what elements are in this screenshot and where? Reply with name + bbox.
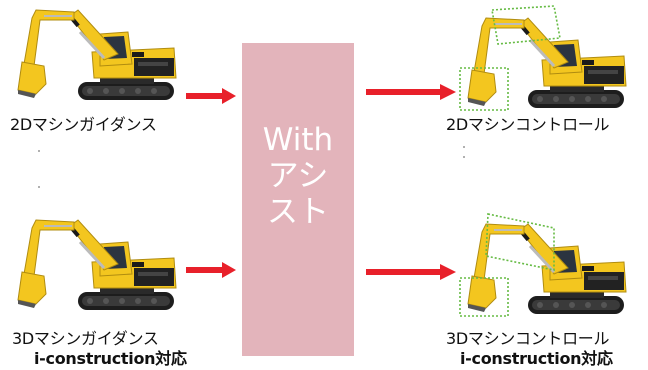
arrow-right-icon xyxy=(186,262,236,278)
dot-marker xyxy=(38,150,40,152)
arrow-right-icon xyxy=(366,84,456,100)
arrow-right-icon xyxy=(186,88,236,104)
bucket-detection-box xyxy=(459,277,509,317)
assist-line-1: With xyxy=(262,122,334,158)
assist-line-3: スト xyxy=(267,194,329,230)
label-3d-machine-guidance: 3Dマシンガイダンス xyxy=(12,329,159,348)
with-assist-label: With アシ スト xyxy=(242,122,354,230)
dot-marker xyxy=(38,186,40,188)
excavator-image-2d-guidance xyxy=(16,8,178,102)
boom-detection-box xyxy=(491,5,561,45)
label-3d-machine-control: 3Dマシンコントロール xyxy=(446,329,610,348)
bucket-detection-box xyxy=(459,67,509,111)
with-assist-box xyxy=(242,43,354,356)
dot-marker xyxy=(463,156,465,158)
boom-detection-box xyxy=(485,213,555,271)
assist-line-2: アシ xyxy=(267,158,329,194)
label-2d-machine-guidance: 2Dマシンガイダンス xyxy=(10,115,157,134)
label-2d-machine-control: 2Dマシンコントロール xyxy=(446,115,610,134)
label-i-construction-left: i-construction対応 xyxy=(34,349,187,368)
excavator-image-2d-control xyxy=(459,5,628,111)
dot-marker xyxy=(463,146,465,148)
excavator-image-3d-control xyxy=(459,213,628,317)
label-i-construction-right: i-construction対応 xyxy=(460,349,613,368)
excavator-image-3d-guidance xyxy=(16,218,178,312)
arrow-right-icon xyxy=(366,264,456,280)
